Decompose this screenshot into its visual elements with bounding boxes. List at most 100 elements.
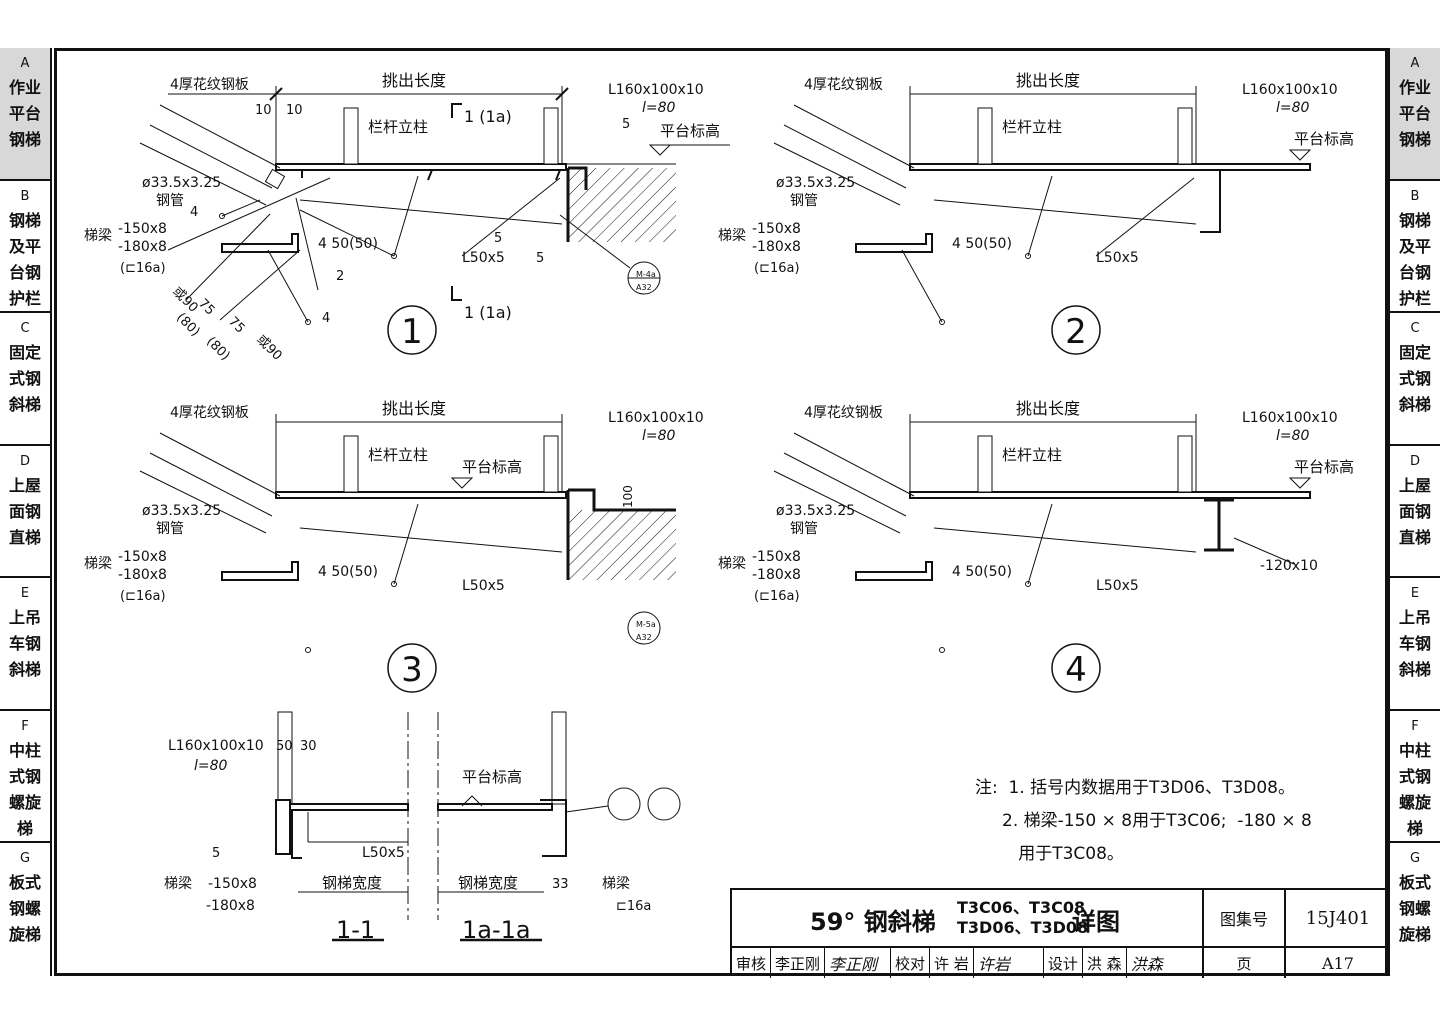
- drawing-title: 59° 钢斜梯 T3C06、T3C08 T3D06、T3D08 详图: [732, 890, 1204, 948]
- level-label: 平台标高: [660, 122, 720, 140]
- tab-code: C: [20, 321, 30, 336]
- channel-label: (⊏16a): [754, 261, 800, 276]
- small-angle: L50x5: [462, 250, 505, 266]
- tab-code: F: [21, 718, 29, 734]
- small-angle: L50x5: [462, 578, 505, 594]
- angle-label: L160x100x10: [1242, 410, 1338, 426]
- tab-g[interactable]: G 板式 钢螺 旋梯: [0, 843, 50, 976]
- detail-number: 1: [401, 312, 423, 352]
- dim-75: 75: [195, 296, 217, 318]
- design-label: 设计: [1044, 948, 1083, 978]
- m4a-ref: M-4a: [636, 270, 656, 279]
- tab-b[interactable]: B 钢梯 及平 台钢 护栏: [1390, 181, 1440, 313]
- note-1: 注: 1. 括号内数据用于T3D06、T3D08。: [975, 778, 1296, 798]
- page-number: A17: [1322, 953, 1354, 973]
- tab-code: B: [20, 188, 30, 204]
- tab-e[interactable]: E 上吊 车钢 斜梯: [1390, 578, 1440, 711]
- tab-name: 上屋 面钢 直梯: [8, 475, 41, 547]
- reviewer-name: 李正刚: [771, 948, 826, 978]
- l80-label: l=80: [642, 100, 676, 116]
- level-label: 平台标高: [1294, 130, 1354, 148]
- tab-d[interactable]: D 上屋 面钢 直梯: [0, 446, 50, 578]
- small-angle: L50x5: [1096, 578, 1139, 594]
- dim-100: 100: [621, 485, 635, 508]
- tab-c[interactable]: C 固定 式钢 斜梯: [0, 313, 50, 446]
- detail-number: 3: [401, 650, 423, 690]
- a32-ref: A32: [636, 633, 652, 642]
- overhang-label: 挑出长度: [1016, 399, 1080, 418]
- tab-name: 钢梯 及平 台钢 护栏: [1398, 210, 1431, 308]
- tab-code: G: [19, 851, 31, 866]
- channel-label: (⊏16a): [754, 589, 800, 604]
- beam-label: 梯梁: [84, 228, 112, 244]
- weld-2: 2: [336, 269, 344, 284]
- tab-name: 上吊 车钢 斜梯: [1398, 608, 1431, 679]
- dim-10a: 10: [255, 103, 272, 118]
- sec-beam-r: 梯梁: [602, 876, 630, 892]
- tab-name: 固定 式钢 斜梯: [1398, 343, 1431, 414]
- pipe-label: 钢管: [156, 193, 184, 209]
- tab-code: A: [20, 56, 30, 71]
- sec-d30: 30: [300, 739, 317, 754]
- pipe-label: 钢管: [790, 193, 818, 209]
- pipe-size: ø33.5x3.25: [776, 503, 855, 519]
- plate-label: 4厚花纹钢板: [804, 405, 883, 421]
- weld-4b: 4: [322, 311, 330, 326]
- post-label: 栏杆立柱: [1002, 446, 1062, 464]
- weld-4: 4: [190, 205, 198, 220]
- sec-beam: 梯梁: [164, 876, 192, 892]
- reviewer-signature: 李正刚: [825, 948, 892, 978]
- tab-code: D: [19, 453, 30, 469]
- beam-label: 梯梁: [718, 556, 746, 572]
- detail-4: 4 4厚花纹钢板 挑出长度 栏杆立柱 L160x100x10 l=80 平台标高…: [718, 399, 1354, 693]
- dim-10b: 10: [286, 103, 303, 118]
- small-angle: L50x5: [1096, 250, 1139, 266]
- tab-code: E: [1410, 586, 1420, 601]
- pipe-label: 钢管: [156, 521, 184, 537]
- overhang-label: 挑出长度: [1016, 71, 1080, 90]
- tab-name: 作业 平台 钢梯: [8, 78, 41, 149]
- review-label: 审核: [732, 948, 772, 978]
- note-3: 用于T3C08。: [975, 844, 1124, 864]
- tab-name: 固定 式钢 斜梯: [8, 343, 41, 414]
- checker-signature: 许岩: [974, 948, 1044, 978]
- signature-row: 审核 李正刚 李正刚 校对 许 岩 许岩 设计 洪 森 洪森: [732, 948, 1204, 978]
- post-label: 栏杆立柱: [1002, 118, 1062, 136]
- notes: 注: 1. 括号内数据用于T3D06、T3D08。 2. 梯梁-150 × 8用…: [975, 772, 1312, 871]
- pipe-label: 钢管: [790, 521, 818, 537]
- level-label: 平台标高: [462, 458, 522, 476]
- tab-name: 中柱 式钢 螺旋 梯: [8, 740, 41, 838]
- tab-name: 中柱 式钢 螺旋 梯: [1398, 740, 1431, 838]
- tab-code: B: [1410, 188, 1420, 204]
- m5a-ref: M-5a: [636, 620, 656, 629]
- detail-number: 2: [1065, 312, 1087, 352]
- section-mark-bottom: 1 (1a): [464, 303, 512, 322]
- page-label: 页: [1204, 948, 1286, 978]
- sec-beam-a: -150x8: [208, 876, 257, 892]
- sec-channel: ⊏16a: [616, 899, 651, 914]
- tab-f[interactable]: F 中柱 式钢 螺旋 梯: [0, 711, 50, 843]
- l80-label: l=80: [1276, 100, 1310, 116]
- beam-a: -150x8: [752, 549, 801, 565]
- tab-name: 作业 平台 钢梯: [1398, 78, 1431, 149]
- sec-d33: 33: [552, 877, 569, 892]
- plate-label: 4厚花纹钢板: [170, 77, 249, 93]
- tab-a[interactable]: A 作业 平台 钢梯: [0, 48, 50, 181]
- section-mark-top: 1 (1a): [464, 107, 512, 126]
- check-label: 校对: [891, 948, 931, 978]
- title-suffix: 详图: [1072, 908, 1120, 936]
- post-label: 栏杆立柱: [368, 446, 428, 464]
- weld-5b: 5: [494, 231, 502, 246]
- drawing-frame: [54, 48, 1388, 976]
- title-block: 59° 钢斜梯 T3C06、T3C08 T3D06、T3D08 详图 图集号 1…: [730, 888, 1390, 978]
- codes-line-1: T3C06、T3C08: [957, 898, 1086, 917]
- tab-name: 板式 钢螺 旋梯: [8, 873, 41, 944]
